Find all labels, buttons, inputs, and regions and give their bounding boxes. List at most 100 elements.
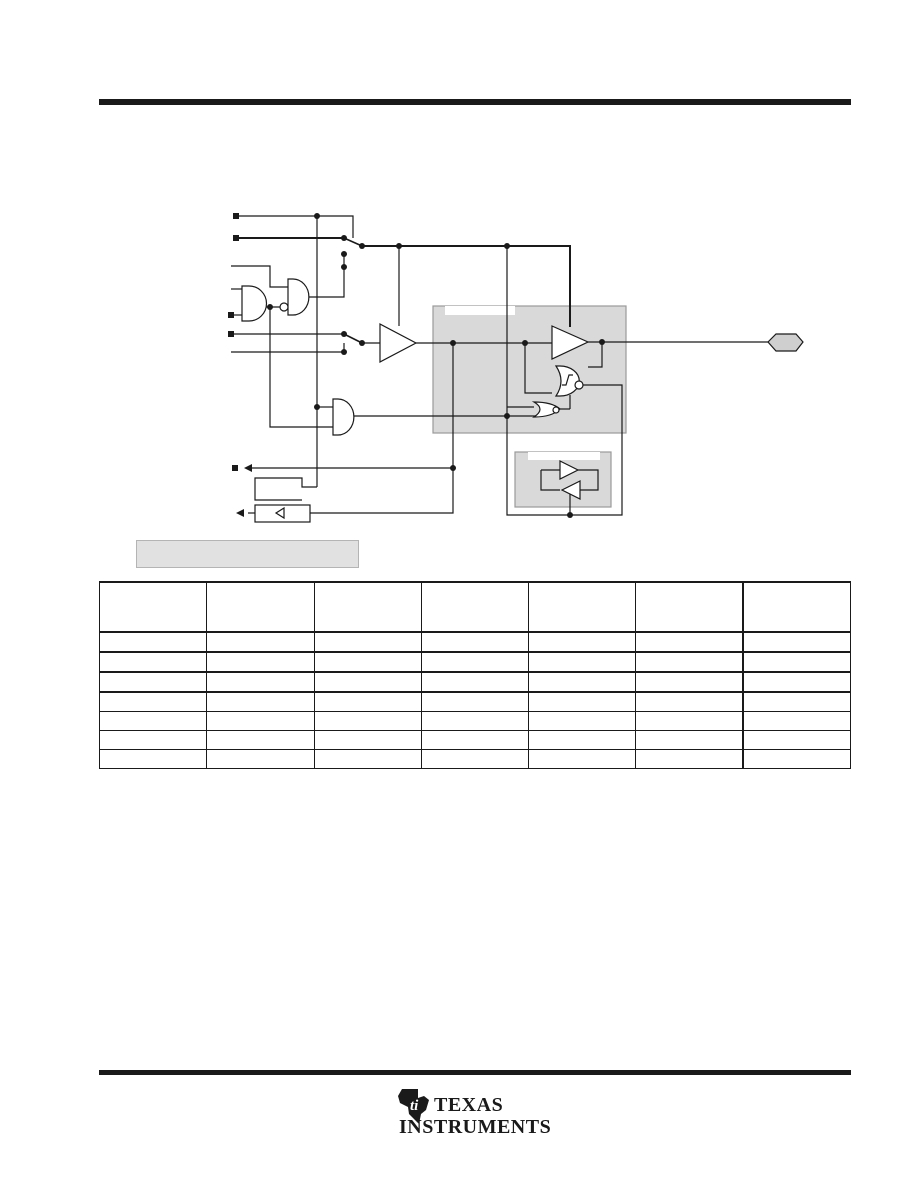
wire-schmitt-link	[524, 343, 552, 394]
column-header	[98, 581, 208, 633]
table-cell	[742, 691, 852, 712]
junction	[341, 264, 347, 270]
table-cell	[742, 631, 852, 653]
and-gate-3	[332, 398, 355, 436]
junction	[396, 243, 402, 249]
junction	[359, 340, 365, 346]
table-cell	[206, 711, 315, 731]
table-cell	[420, 730, 530, 750]
table-cell	[206, 631, 315, 653]
keeper-buffer-fwd	[559, 460, 580, 480]
table-cell	[206, 749, 315, 769]
table-cell	[313, 691, 422, 712]
junction	[504, 243, 510, 249]
bus-keeper-tab	[528, 452, 600, 460]
ti-state-icon: ti	[398, 1089, 429, 1124]
logo-text-texas: TEXAS	[434, 1094, 504, 1116]
junction	[314, 404, 320, 410]
wire-and-in	[231, 265, 288, 288]
inverter-bubble	[279, 302, 289, 312]
table-cell	[313, 730, 422, 750]
junction	[341, 349, 347, 355]
wire-bus-mid-down	[506, 246, 623, 516]
table-cell	[98, 631, 208, 653]
table-cell	[420, 749, 530, 769]
junction	[341, 235, 347, 241]
output-pad	[767, 333, 804, 352]
wire-in-1	[237, 215, 354, 238]
table-cell	[313, 711, 422, 731]
table-cell	[528, 631, 637, 653]
column-header	[206, 581, 315, 633]
table-cell	[635, 691, 744, 712]
table-cell	[98, 651, 208, 673]
output-buffer	[551, 325, 590, 360]
table-row	[98, 671, 852, 693]
junction	[522, 340, 528, 346]
arrow-out-1	[244, 464, 252, 472]
column-header	[313, 581, 422, 633]
column-header	[528, 581, 637, 633]
table-cell	[528, 711, 637, 731]
header-rule	[99, 99, 851, 105]
table-cell	[420, 631, 530, 653]
junction	[314, 213, 320, 219]
column-header	[420, 581, 530, 633]
table-cell	[742, 749, 852, 769]
and-gate-2	[287, 278, 310, 316]
wire-tap-down	[269, 307, 333, 428]
table-row	[98, 691, 852, 712]
table-cell	[420, 671, 530, 693]
table-cell	[420, 711, 530, 731]
table-cell	[635, 671, 744, 693]
io-buffer-tab	[445, 306, 515, 315]
wire-mux1-b	[305, 254, 345, 298]
bus-keeper-region	[514, 451, 612, 508]
caption-box	[136, 540, 359, 568]
schmitt-symbol-icon	[562, 374, 573, 386]
table-cell	[635, 631, 744, 653]
boundary-scan-cell-schematic	[228, 213, 804, 523]
table-cell	[742, 711, 852, 731]
table-row	[98, 711, 852, 731]
table-cell	[98, 711, 208, 731]
pin-1	[233, 213, 239, 219]
column-header	[635, 581, 744, 633]
input-buffer	[379, 323, 418, 363]
latch-box	[254, 504, 311, 523]
arrow-out-2	[236, 509, 244, 517]
table-cell	[420, 691, 530, 712]
nor-gate	[531, 401, 561, 418]
wire-vertical-mid	[310, 343, 454, 514]
table-cell	[528, 691, 637, 712]
footer-rule	[99, 1070, 851, 1075]
table-cell	[98, 749, 208, 769]
junction	[504, 413, 510, 419]
table-cell	[313, 631, 422, 653]
junction	[341, 251, 347, 257]
wire-bus-top	[362, 245, 571, 327]
pin-4	[228, 331, 234, 337]
table-cell	[528, 730, 637, 750]
wire-mux1-out	[343, 237, 363, 247]
table-row	[98, 651, 852, 673]
junction	[567, 512, 573, 518]
table-cell	[313, 749, 422, 769]
table-cell	[98, 671, 208, 693]
junction	[267, 304, 273, 310]
table-row	[98, 631, 852, 653]
nor-bubble	[552, 406, 560, 414]
data-table	[98, 581, 852, 769]
latch-triangle-icon	[274, 506, 285, 520]
table-cell	[635, 749, 744, 769]
table-cell	[635, 711, 744, 731]
table-cell	[742, 671, 852, 693]
logo-text-instruments: INSTRUMENTS	[399, 1116, 552, 1138]
junction	[341, 331, 347, 337]
pin-2	[233, 235, 239, 241]
table-cell	[635, 730, 744, 750]
table-cell	[635, 651, 744, 673]
table-row	[98, 749, 852, 769]
table-cell	[420, 651, 530, 673]
svg-text:ti: ti	[410, 1098, 419, 1114]
